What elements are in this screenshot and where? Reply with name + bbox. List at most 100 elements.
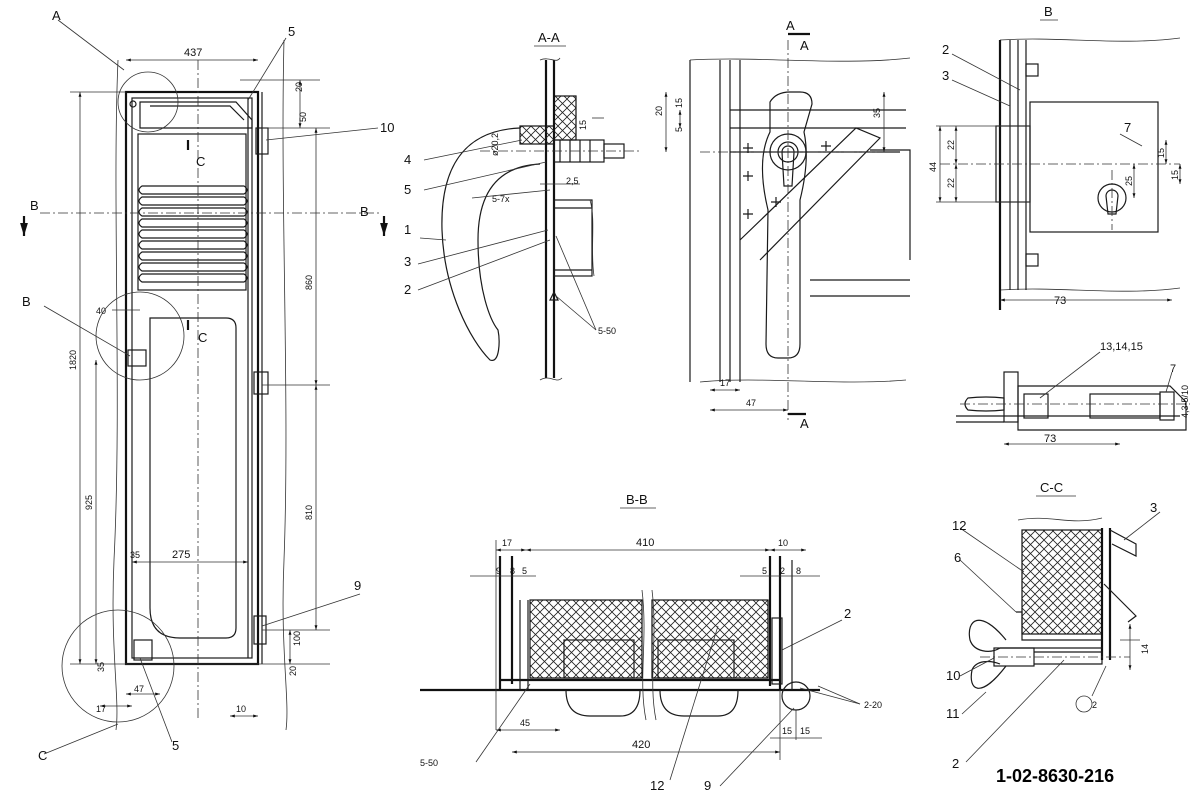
bb-dim-410: 410 [636, 537, 654, 549]
vb-dim-25: 25 [1124, 176, 1134, 186]
bb-callout-2: 2 [844, 606, 851, 621]
dim-100: 100 [292, 631, 302, 646]
view-b: B 44 22 22 15 15 25 7 [928, 4, 1182, 310]
hv-dim-35: 35 [872, 108, 882, 118]
handle-cut-a-top2: A [800, 38, 809, 53]
cut-label-c-top: C [196, 154, 205, 169]
dim-35-left: 35 [130, 550, 140, 560]
vb-dim-15-bottom: 15 [1170, 170, 1180, 180]
bb-dim-2: 2 [780, 566, 785, 576]
dim-50: 50 [298, 112, 308, 122]
cc-callout-3: 3 [1150, 500, 1157, 515]
dim-20-bottom: 20 [288, 666, 298, 676]
cc-mark-2: 2 [1092, 700, 1097, 710]
aa-callout-3: 3 [404, 254, 411, 269]
hv-dim-17: 17 [720, 378, 730, 388]
detail-label-c: C [38, 748, 47, 763]
louvre-slat [138, 240, 248, 250]
louvre-slat [138, 262, 248, 272]
vb-dim-15-top: 15 [1156, 148, 1166, 158]
louvre-slat [138, 207, 248, 217]
aa-callout-2: 2 [404, 282, 411, 297]
bb-dim-8-right: 8 [796, 566, 801, 576]
bb-dim-17: 17 [502, 538, 512, 548]
ld-dim-73: 73 [1044, 433, 1056, 445]
ld-callout-13-14-15: 13,14,15 [1100, 341, 1143, 353]
handle-view: A A A 20 15 5 35 17 47 [654, 18, 911, 431]
bb-dim-8-left: 8 [510, 566, 515, 576]
dim-47: 47 [134, 684, 144, 694]
louvre-slat [138, 251, 248, 261]
section-cc-title: C-C [1040, 480, 1063, 495]
bb-dim-5-right: 5 [762, 566, 767, 576]
bb-callout-9: 9 [704, 778, 711, 793]
dim-1820: 1820 [68, 350, 78, 370]
vb-callout-3: 3 [942, 68, 949, 83]
dim-810: 810 [304, 505, 314, 520]
ld-dim-4-3: 4,3-5/10 [1180, 385, 1190, 418]
louvre-slat [138, 273, 248, 283]
view-b-title: B [1044, 4, 1053, 19]
aa-callout-5: 5 [404, 182, 411, 197]
bb-weld-2-20: 2-20 [864, 700, 882, 710]
bb-dim-15-left: 15 [782, 726, 792, 736]
section-cc: C-C 12 6 3 10 11 2 2 14 [946, 480, 1161, 771]
dim-437: 437 [184, 47, 202, 59]
cut-label-b-left: B [30, 198, 39, 213]
aa-weld-5-7x: 5-7x [492, 194, 510, 204]
louvre-slat [138, 229, 248, 239]
rivet-mark [743, 143, 753, 153]
section-bb: B-B [420, 492, 882, 793]
vb-dim-22-top: 22 [946, 140, 956, 150]
dim-10: 10 [236, 704, 246, 714]
callout-9: 9 [354, 578, 361, 593]
louvre-slat [138, 218, 248, 228]
rivet-mark [821, 141, 831, 151]
cc-callout-10: 10 [946, 668, 960, 683]
hv-dim-47: 47 [746, 398, 756, 408]
dim-275: 275 [172, 549, 190, 561]
callout-5-bottom: 5 [172, 738, 179, 753]
cut-label-b-right: B [360, 204, 369, 219]
aa-weld-5-50: 5-50 [598, 326, 616, 336]
dim-925: 925 [84, 495, 94, 510]
cc-callout-12: 12 [952, 518, 966, 533]
cc-dim-14: 14 [1140, 644, 1150, 654]
aa-dim-diameter: ø20,2 [490, 133, 500, 156]
vb-dim-44: 44 [928, 162, 938, 172]
cut-label-c-bottom: C [198, 330, 207, 345]
rivet-mark [743, 209, 753, 219]
cc-callout-11: 11 [946, 706, 960, 721]
bb-dim-5-left: 5 [522, 566, 527, 576]
vb-callout-2: 2 [942, 42, 949, 57]
vb-callout-7: 7 [1124, 120, 1131, 135]
rivet-mark [771, 197, 781, 207]
louvre-slat [138, 196, 248, 206]
hv-dim-20: 20 [654, 106, 664, 116]
section-aa-title: A-A [538, 30, 560, 45]
bb-dim-9: 9 [496, 566, 501, 576]
bb-weld-5-50: 5-50 [420, 758, 438, 768]
bb-dim-15-right: 15 [800, 726, 810, 736]
handle-cut-a-bottom: A [800, 416, 809, 431]
vb-dim-73: 73 [1054, 295, 1066, 307]
aa-dim-2-5: 2,5 [566, 176, 579, 186]
louvre-slat [138, 185, 248, 195]
callout-5-top: 5 [288, 24, 295, 39]
vb-dim-22-bottom: 22 [946, 178, 956, 188]
aa-callout-4: 4 [404, 152, 411, 167]
bb-dim-45: 45 [520, 718, 530, 728]
section-aa: A-A 15 ø20,2 [404, 30, 640, 381]
aa-callout-1: 1 [404, 222, 411, 237]
ld-callout-7: 7 [1170, 363, 1176, 375]
rivet-mark [743, 171, 753, 181]
cc-callout-6: 6 [954, 550, 961, 565]
aa-dim-15: 15 [578, 120, 588, 130]
cut-label-a: A [52, 8, 61, 23]
dim-17: 17 [96, 704, 106, 714]
hv-dim-15: 15 [674, 98, 684, 108]
dim-35-bottom: 35 [96, 662, 106, 672]
detail-label-b: B [22, 294, 31, 309]
front-view: A B B C C B C 437 20 50 1820 860 40 925 … [20, 8, 394, 763]
